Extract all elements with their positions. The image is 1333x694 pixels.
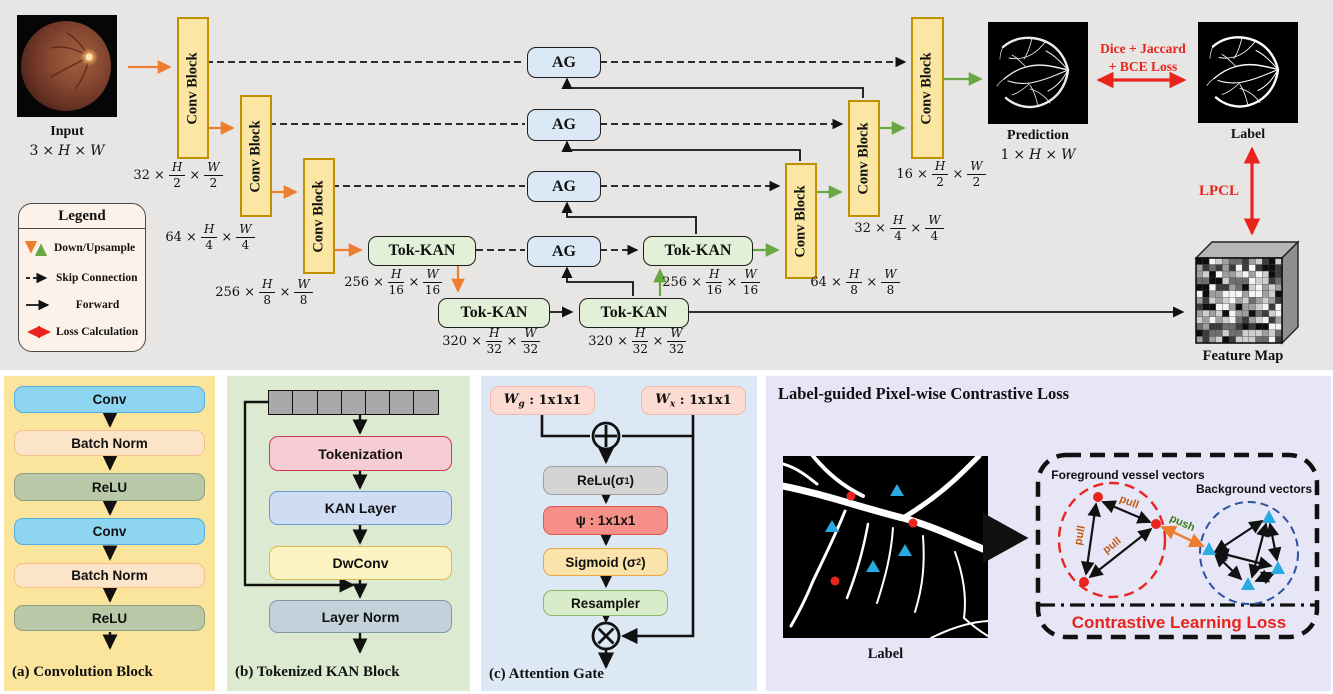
legend-item-skip-connection: Skip Connection: [25, 272, 139, 284]
feature-map-cube: [1194, 240, 1300, 345]
fundus-illustration: [17, 15, 117, 117]
tok-kan-encoder: Tok-KAN: [368, 236, 476, 266]
foreground-vectors: [1079, 492, 1161, 587]
label-image-top: [1198, 22, 1298, 123]
panel-b-caption: (b) Tokenized KAN Block: [235, 664, 400, 680]
panel-contrastive-loss: Label-guided Pixel-wise Contrastive Loss: [766, 376, 1331, 691]
attention-gate-1: AG: [527, 47, 601, 78]
token-cell: [292, 390, 319, 415]
feature-map-caption: Feature Map: [1202, 348, 1284, 364]
background-vectors: [1202, 510, 1285, 590]
label-caption-bottom: Label: [867, 646, 904, 662]
layer-resampler: Resampler: [543, 590, 668, 616]
segmentation-loss-label: Dice + Jaccard + BCE Loss: [1100, 41, 1186, 74]
legend-item-forward: Forward: [25, 299, 139, 311]
attention-gate-3: AG: [527, 171, 601, 202]
layer-conv-2: Conv: [14, 518, 205, 545]
token-cell: [268, 390, 295, 415]
multiply-circle-icon: [591, 621, 621, 651]
panel-b-arrows: [243, 400, 368, 654]
pull-label-2: pull: [1072, 525, 1088, 547]
prediction-image: [988, 22, 1088, 124]
solid-arrow-icon: [26, 299, 50, 310]
label-caption-top: Label: [1230, 127, 1266, 142]
token-cell: [316, 390, 343, 415]
prediction-caption: Prediction: [1007, 128, 1069, 143]
layer-layernorm: Layer Norm: [269, 600, 452, 633]
layer-kan: KAN Layer: [269, 491, 452, 525]
prediction-dim: 1×H×W: [1000, 147, 1076, 163]
panel-tokenized-kan-block: Tokenization KAN Layer DwConv Layer Norm…: [227, 376, 470, 691]
input-dim: 3×H×W: [29, 143, 105, 159]
token-row: [268, 390, 440, 415]
label-image-sampled: [783, 456, 988, 638]
panel-a-arrows: [102, 412, 118, 650]
legend-title: Legend: [19, 204, 145, 229]
wg-box: Wg : 1x1x1: [490, 386, 595, 415]
layer-tokenization: Tokenization: [269, 436, 452, 471]
panel-c-caption: (c) Attention Gate: [489, 666, 604, 682]
conv-block-dec-3: Conv Block: [785, 163, 817, 279]
token-cell: [340, 390, 367, 415]
input-caption: Input: [50, 124, 84, 139]
background-cluster-ellipse: [1199, 501, 1299, 605]
layer-batchnorm-2: Batch Norm: [14, 563, 205, 588]
attention-gate-4: AG: [527, 236, 601, 267]
tok-kan-decoder: Tok-KAN: [643, 236, 753, 266]
layer-relu-2: ReLU: [14, 605, 205, 631]
conv-block-enc-2: Conv Block: [240, 95, 272, 217]
layer-relu-1: ReLU: [14, 473, 205, 501]
layer-conv-1: Conv: [14, 386, 205, 413]
architecture-connections: [128, 56, 1261, 318]
architecture-section: Input 3×H×W Conv Block Conv Block Conv B…: [0, 0, 1333, 370]
panel-a-caption: (a) Convolution Block: [12, 664, 153, 680]
attention-gate-2: AG: [527, 109, 601, 141]
panel-d-title: Label-guided Pixel-wise Contrastive Loss: [778, 384, 1070, 403]
plus-circle-icon: [591, 421, 621, 451]
conv-block-dec-2: Conv Block: [848, 100, 880, 217]
red-double-arrow-icon: [27, 325, 51, 338]
layer-dwconv: DwConv: [269, 546, 452, 580]
conv-block-dec-1: Conv Block: [911, 17, 944, 159]
token-cell: [389, 390, 416, 415]
token-cell: [413, 390, 440, 415]
conv-block-enc-3: Conv Block: [303, 158, 335, 274]
panel-c-arrows: [540, 415, 695, 670]
foreground-label: Foreground vessel vectors: [1051, 468, 1205, 482]
push-arrow: [1160, 525, 1205, 548]
wx-box: Wx : 1x1x1: [641, 386, 746, 415]
legend-item-down-upsample: Down/Upsample: [25, 240, 139, 257]
tok-kan-bottleneck-2: Tok-KAN: [579, 298, 689, 328]
tok-kan-bottleneck-1: Tok-KAN: [438, 298, 550, 328]
contrastive-loss-label: Contrastive Learning Loss: [1072, 613, 1286, 632]
input-fundus-image: [17, 15, 117, 117]
layer-psi: ψ : 1x1x1: [543, 506, 668, 535]
layer-batchnorm-1: Batch Norm: [14, 430, 205, 456]
contrastive-diagram: Foreground vessel vectors Background vec…: [983, 452, 1320, 640]
dashed-arrow-icon: [26, 272, 48, 283]
conv-block-enc-1: Conv Block: [177, 17, 209, 159]
legend-item-loss-calculation: Loss Calculation: [25, 325, 139, 338]
down-up-arrows-icon: [25, 240, 48, 256]
legend: Legend Down/Upsample Skip Connection For…: [18, 203, 146, 352]
lpcl-label: LPCL: [1198, 183, 1239, 199]
panel-convolution-block: Conv Batch Norm ReLU Conv Batch Norm ReL…: [4, 376, 215, 691]
background-label: Background vectors: [1196, 482, 1312, 496]
token-cell: [365, 390, 392, 415]
